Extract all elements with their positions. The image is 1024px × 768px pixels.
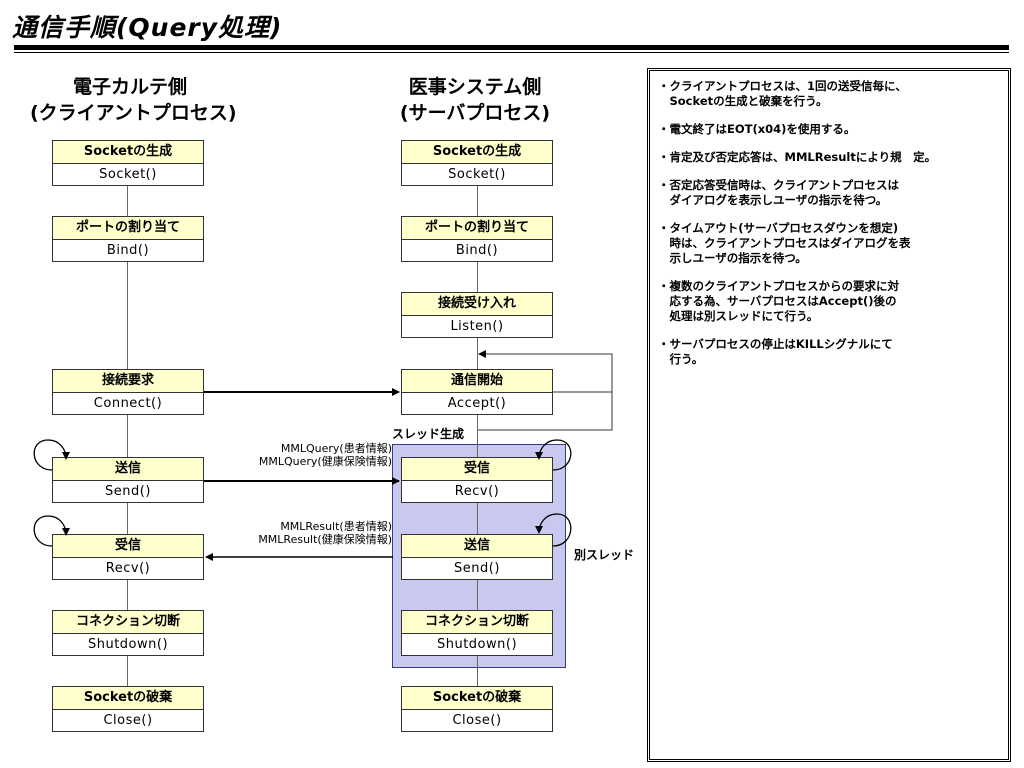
- page-title: 通信手順(Query処理): [12, 13, 283, 42]
- server-step-bind: ポートの割り当て Bind(): [401, 216, 553, 262]
- client-step-shutdown: コネクション切断 Shutdown(): [52, 610, 204, 656]
- server-heading: 医事システム側 (サーバプロセス): [385, 74, 565, 126]
- client-step-label: Socketの破棄: [53, 687, 203, 710]
- query-line1: MMLQuery(患者情報): [280, 442, 392, 455]
- server-step-call: Socket(): [448, 167, 506, 182]
- server-step-label: 通信開始: [402, 370, 552, 393]
- server-step-label: コネクション切断: [402, 611, 552, 634]
- client-step-call: Recv(): [105, 561, 151, 576]
- server-send-loop-icon: [538, 513, 572, 547]
- client-heading-line1: 電子カルテ側: [72, 76, 187, 98]
- listen-return-arrowhead: [478, 350, 486, 358]
- result-line2: MMLResult(健康保険情報): [258, 533, 392, 546]
- title-rule-thick: [14, 45, 1009, 50]
- server-step-call: Close(): [452, 713, 502, 728]
- server-heading-line2: (サーバプロセス): [399, 102, 551, 124]
- note-item: ・電文終了はEOT(x04)を使用する。: [658, 122, 856, 136]
- server-step-label: 接続受け入れ: [402, 293, 552, 316]
- client-heading: 電子カルテ側 (クライアントプロセス): [30, 74, 237, 126]
- server-step-socket: Socketの生成 Socket(): [401, 140, 553, 186]
- query-line2: MMLQuery(健康保険情報): [258, 455, 392, 468]
- note-item: ・肯定及び否定応答は、MMLResultにより規 定。: [658, 150, 937, 164]
- client-step-call: Bind(): [106, 243, 150, 258]
- accept-loop-line: [478, 391, 613, 431]
- server-lifeline: [477, 186, 478, 686]
- server-step-close: Socketの破棄 Close(): [401, 686, 553, 732]
- note-item: ・否定応答受信時は、クライアントプロセスは ダイアログを表示しユーザの指示を待つ…: [658, 178, 900, 207]
- client-heading-line2: (クライアントプロセス): [30, 102, 237, 124]
- client-step-label: 送信: [53, 458, 203, 481]
- note-item: ・タイムアウト(サーバプロセスダウンを想定) 時は、クライアントプロセスはダイア…: [658, 221, 911, 265]
- client-step-call: Send(): [105, 484, 151, 499]
- client-step-label: Socketの生成: [53, 141, 203, 164]
- client-step-call: Close(): [103, 713, 153, 728]
- server-step-label: Socketの破棄: [402, 687, 552, 710]
- thread-create-label: スレッド生成: [392, 427, 465, 441]
- note-item: ・クライアントプロセスは、1回の送受信毎に、 Socketの生成と破棄を行う。: [658, 79, 907, 108]
- client-step-label: ポートの割り当て: [53, 217, 203, 240]
- client-step-label: コネクション切断: [53, 611, 203, 634]
- query-message-label: MMLQuery(患者情報) MMLQuery(健康保険情報): [226, 442, 392, 468]
- note-item: ・サーバプロセスの停止はKILLシグナルにて 行う。: [658, 337, 893, 366]
- server-step-call: Bind(): [455, 243, 499, 258]
- server-step-call: Recv(): [454, 484, 500, 499]
- server-heading-line1: 医事システム側: [408, 76, 542, 98]
- server-step-accept: 通信開始 Accept(): [401, 369, 553, 415]
- client-step-close: Socketの破棄 Close(): [52, 686, 204, 732]
- server-step-send: 送信 Send(): [401, 534, 553, 580]
- client-step-call: Socket(): [99, 167, 157, 182]
- client-step-call: Shutdown(): [87, 637, 169, 652]
- client-step-recv: 受信 Recv(): [52, 534, 204, 580]
- notes-panel: ・クライアントプロセスは、1回の送受信毎に、 Socketの生成と破棄を行う。 …: [647, 68, 1011, 762]
- server-step-label: 送信: [402, 535, 552, 558]
- server-step-label: ポートの割り当て: [402, 217, 552, 240]
- client-step-bind: ポートの割り当て Bind(): [52, 216, 204, 262]
- listen-return-line: [480, 353, 613, 392]
- client-step-label: 受信: [53, 535, 203, 558]
- client-step-call: Connect(): [93, 396, 163, 411]
- client-step-connect: 接続要求 Connect(): [52, 369, 204, 415]
- server-step-call: Accept(): [447, 396, 507, 411]
- client-lifeline: [127, 186, 128, 686]
- server-step-call: Listen(): [450, 319, 504, 334]
- other-thread-label: 別スレッド: [574, 548, 635, 562]
- client-step-label: 接続要求: [53, 370, 203, 393]
- server-step-shutdown: コネクション切断 Shutdown(): [401, 610, 553, 656]
- result-message-label: MMLResult(患者情報) MMLResult(健康保険情報): [216, 520, 392, 546]
- note-item: ・複数のクライアントプロセスからの要求に対 応する為、サーバプロセスはAccep…: [658, 279, 900, 323]
- server-step-label: 受信: [402, 458, 552, 481]
- result-line1: MMLResult(患者情報): [280, 520, 392, 533]
- client-step-socket: Socketの生成 Socket(): [52, 140, 204, 186]
- client-recv-loop-icon: [33, 515, 67, 547]
- server-step-listen: 接続受け入れ Listen(): [401, 292, 553, 338]
- server-recv-loop-icon: [538, 439, 572, 471]
- client-step-send: 送信 Send(): [52, 457, 204, 503]
- server-step-call: Send(): [454, 561, 500, 576]
- server-step-label: Socketの生成: [402, 141, 552, 164]
- client-send-loop-icon: [33, 439, 67, 471]
- title-rule-thin: [14, 52, 1009, 53]
- server-step-recv: 受信 Recv(): [401, 457, 553, 503]
- server-step-call: Shutdown(): [436, 637, 518, 652]
